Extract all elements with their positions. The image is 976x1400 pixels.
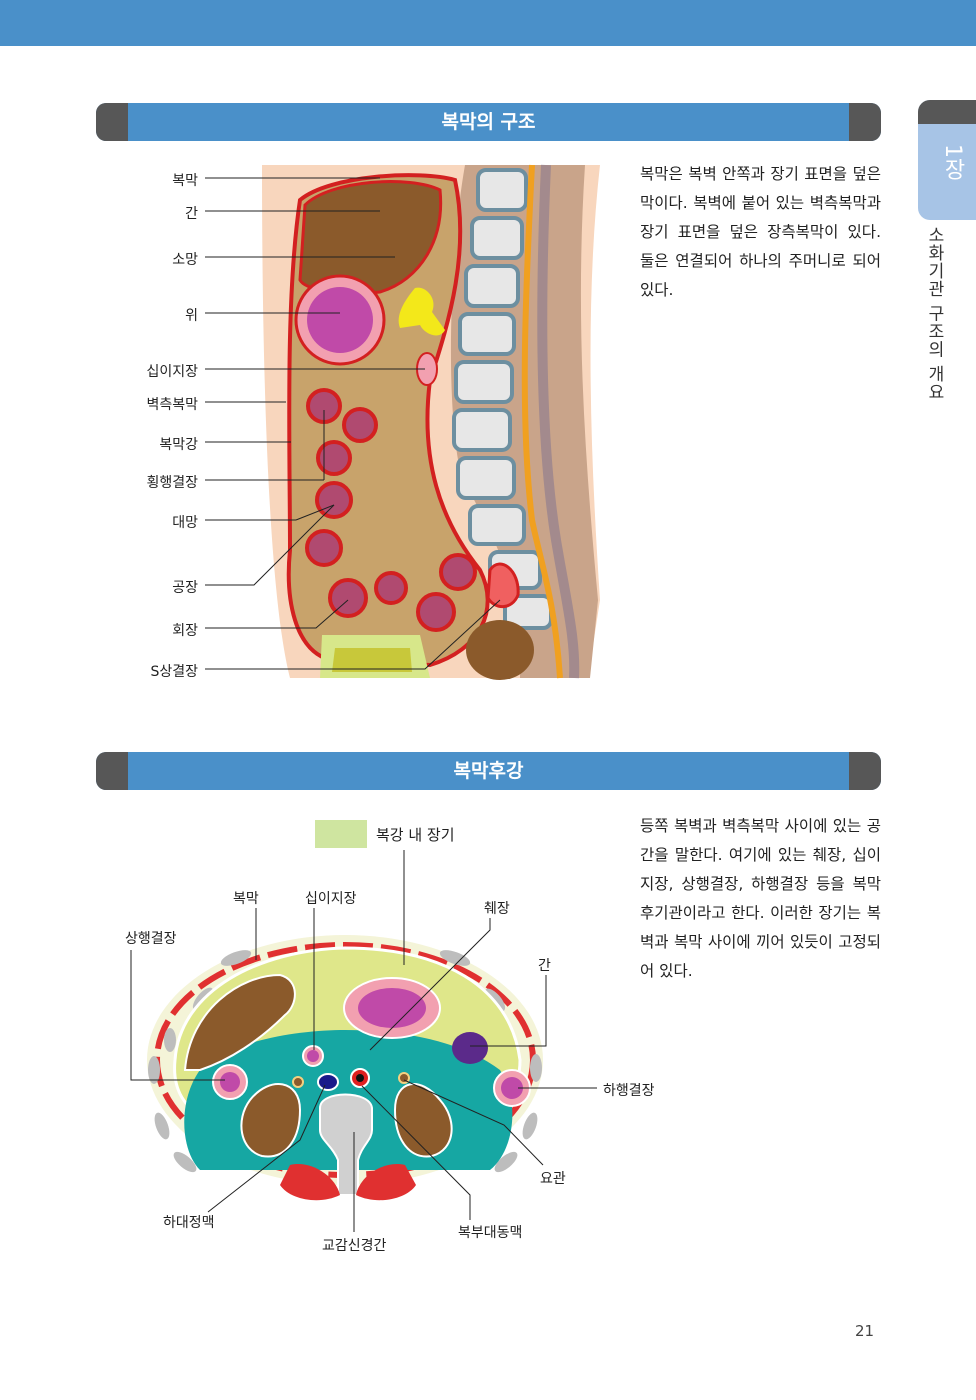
label-ureter: 요관 xyxy=(540,1171,566,1187)
chapter-tab-cap xyxy=(918,100,976,124)
top-header-bar xyxy=(0,0,976,46)
peritoneum-description: 복막은 복벽 안쪽과 장기 표면을 덮은 막이다. 복벽에 붙어 있는 벽측복막… xyxy=(640,165,881,299)
legend-label: 복강 내 장기 xyxy=(376,826,455,844)
label-ivc: 하대정맥 xyxy=(163,1215,215,1231)
section-title: 복막의 구조 xyxy=(441,111,536,133)
label-ileum: 회장 xyxy=(172,623,198,639)
section1-leader-lines xyxy=(205,177,501,670)
retroperitoneum-description: 등쪽 복벽과 벽측복막 사이에 있는 공간을 말한다. 여기에 있는 췌장, 십… xyxy=(640,817,881,980)
page-number: 21 xyxy=(855,1322,875,1340)
label-peritoneum-2: 복막 xyxy=(233,891,259,907)
label-peritoneal-cavity: 복막강 xyxy=(159,437,198,453)
label-pancreas: 췌장 xyxy=(484,901,510,917)
label-abdominal-aorta: 복부대동맥 xyxy=(458,1225,523,1241)
label-transverse-colon: 횡행결장 xyxy=(146,475,198,491)
section-title: 복막후강 xyxy=(453,760,524,782)
label-lesser-omentum: 소망 xyxy=(172,252,198,268)
legend-swatch xyxy=(315,820,367,848)
section-title-bar-retroperitoneum: 복막후강 xyxy=(96,752,881,790)
label-greater-omentum: 대망 xyxy=(172,515,198,531)
chapter-tab[interactable]: 1장 xyxy=(918,100,976,220)
peritoneum-sagittal-diagram xyxy=(262,164,600,680)
label-liver: 간 xyxy=(185,206,198,222)
label-ascending-colon: 상행결장 xyxy=(125,931,177,947)
label-stomach: 위 xyxy=(185,308,198,324)
label-descending-colon: 하행결장 xyxy=(603,1083,655,1099)
label-parietal-peritoneum: 벽측복막 xyxy=(146,397,198,413)
label-liver-2: 간 xyxy=(538,958,551,974)
label-duodenum-2: 십이지장 xyxy=(305,891,357,907)
label-sigmoid-colon: S상결장 xyxy=(150,664,198,680)
label-peritoneum: 복막 xyxy=(172,173,198,189)
label-duodenum: 십이지장 xyxy=(146,364,198,380)
chapter-label: 1장 xyxy=(940,144,965,180)
chapter-title-vertical: 소화기관 구조의 개요 xyxy=(924,226,944,401)
label-sympathetic-trunk: 교감신경간 xyxy=(322,1238,387,1254)
section-title-bar-peritoneum: 복막의 구조 xyxy=(96,103,881,141)
label-jejunum: 공장 xyxy=(172,580,198,596)
